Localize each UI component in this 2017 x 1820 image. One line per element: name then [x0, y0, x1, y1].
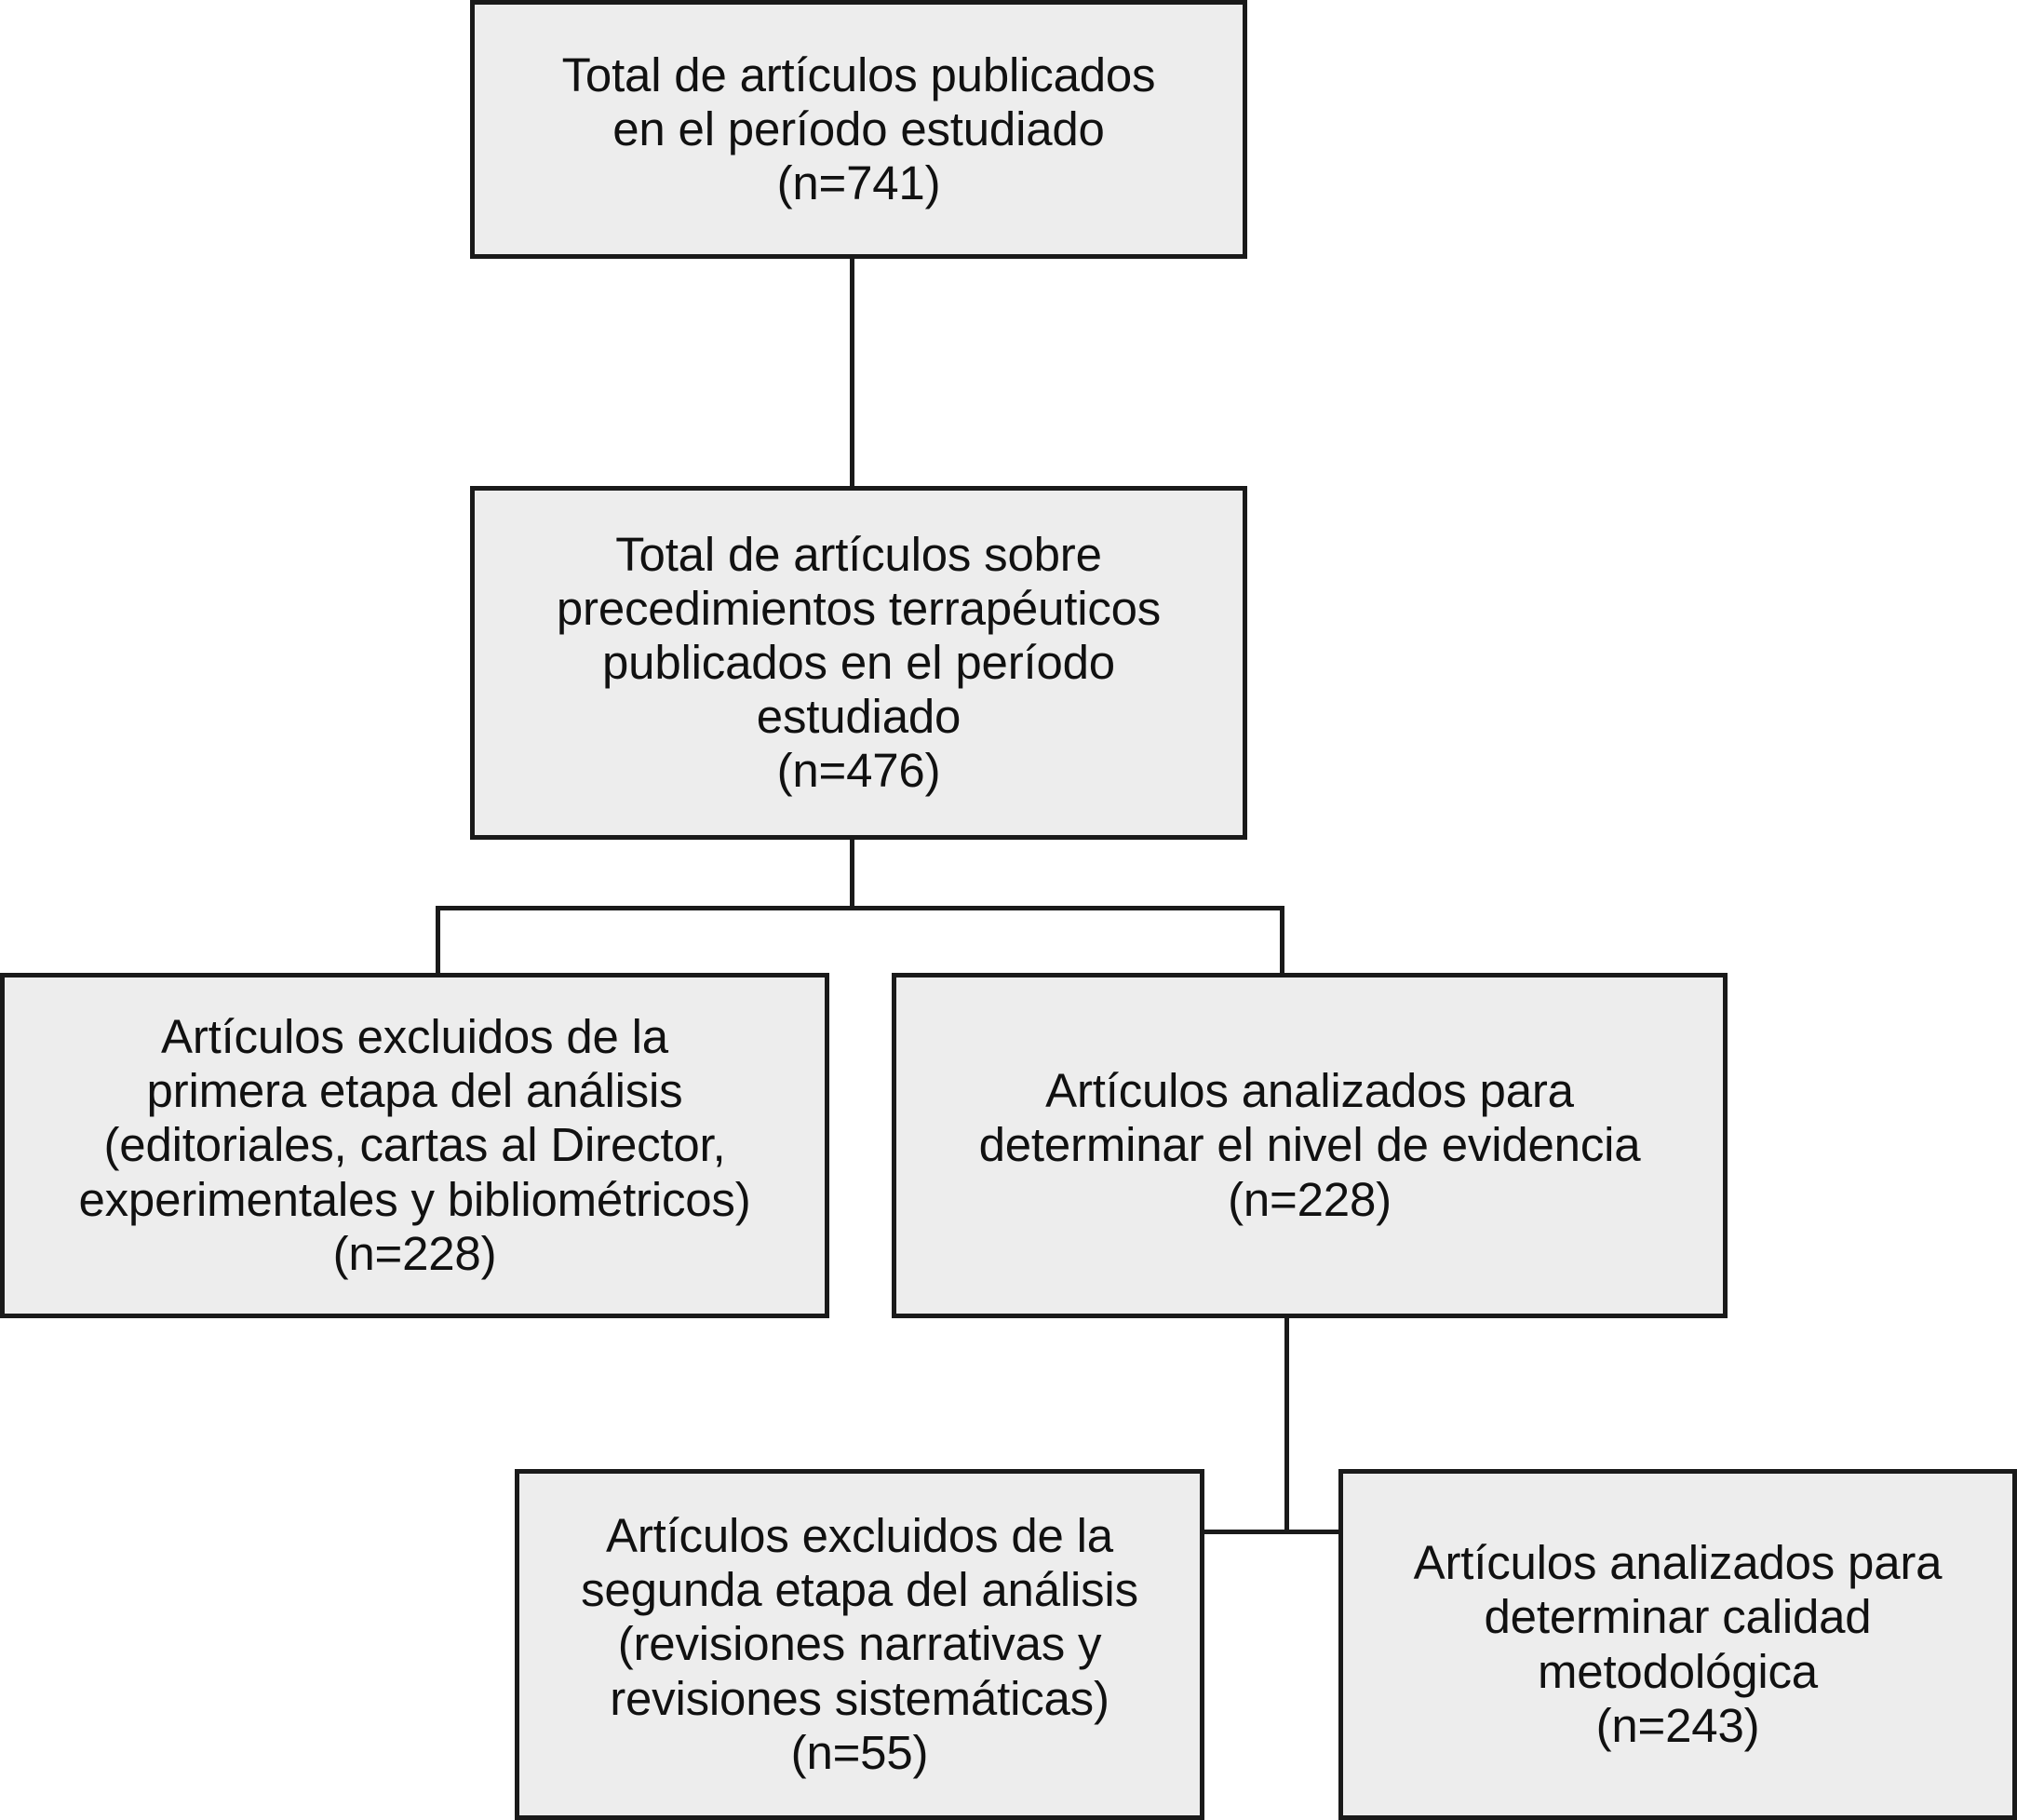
connector-terapeuticos-stem: [850, 840, 854, 910]
connector-drop-to-excluidos-primera: [436, 906, 440, 973]
connector-split-bar-stage-two: [854, 1530, 1689, 1534]
node-analizados-nivel-evidencia: Artículos analizados para determinar el …: [892, 973, 1728, 1318]
node-analizados-calidad-metodologica-label: Artículos analizados para determinar cal…: [1413, 1536, 1943, 1752]
connector-split-bar-stage-one: [436, 906, 1284, 910]
node-excluidos-segunda-etapa: Artículos excluidos de la segunda etapa …: [515, 1469, 1204, 1820]
node-total-terapeuticos: Total de artículos sobre precedimientos …: [470, 486, 1247, 840]
connector-evidencia-stem: [1284, 1318, 1289, 1534]
node-excluidos-primera-etapa-label: Artículos excluidos de la primera etapa …: [78, 1010, 751, 1280]
node-analizados-calidad-metodologica: Artículos analizados para determinar cal…: [1338, 1469, 2017, 1820]
connector-drop-to-analizados-evidencia: [1280, 906, 1284, 973]
node-excluidos-primera-etapa: Artículos excluidos de la primera etapa …: [0, 973, 829, 1318]
node-total-publicados-label: Total de artículos publicados en el perí…: [561, 47, 1156, 210]
connector-publicados-to-terapeuticos: [850, 259, 854, 486]
node-total-terapeuticos-label: Total de artículos sobre precedimientos …: [556, 527, 1162, 798]
node-total-publicados: Total de artículos publicados en el perí…: [470, 0, 1247, 259]
node-excluidos-segunda-etapa-label: Artículos excluidos de la segunda etapa …: [581, 1509, 1138, 1779]
node-analizados-nivel-evidencia-label: Artículos analizados para determinar el …: [978, 1064, 1641, 1226]
